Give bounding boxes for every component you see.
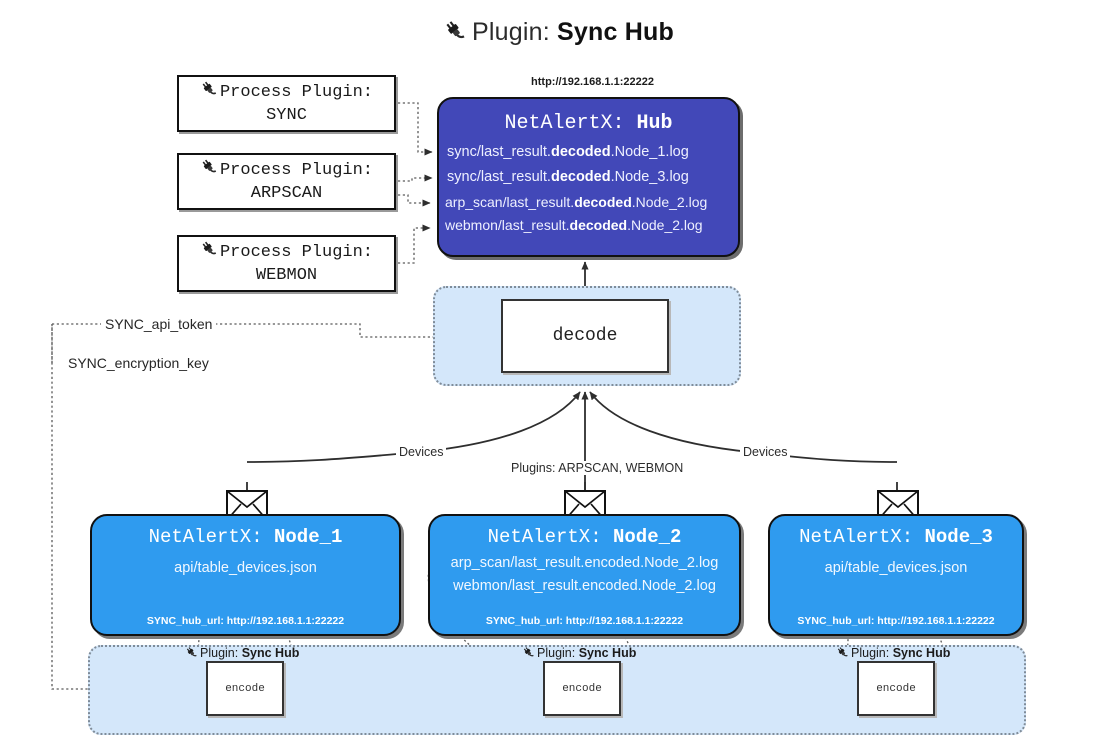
- hub-log-post: .Node_3.log: [610, 169, 689, 185]
- hub-log-mid: decoded: [550, 144, 611, 160]
- process-plugin-arpscan-line1: Process Plugin:: [200, 158, 373, 184]
- hub-log-line: sync/last_result.decoded.Node_3.log: [447, 169, 737, 185]
- hub-url-label: http://192.168.1.1:22222: [531, 76, 654, 88]
- process-plugin-sync-title: Process Plugin:: [219, 82, 374, 102]
- plug-icon: [836, 646, 849, 662]
- hub-node[interactable]: NetAlertX: Hub sync/last_result.decoded.…: [437, 97, 740, 257]
- plugin-label-3: Plugin: Sync Hub: [836, 646, 950, 662]
- hub-log-pre: arp_scan/last_result.: [445, 194, 575, 210]
- plug-icon: [185, 646, 198, 662]
- node-2-resource: webmon/last_result.encoded.Node_2.log: [453, 578, 716, 594]
- hub-log-post: .Node_2.log: [627, 217, 703, 233]
- node-3-title-name: Node_3: [924, 526, 993, 548]
- plug-icon: [443, 19, 467, 50]
- process-plugin-arpscan-title: Process Plugin:: [219, 160, 374, 180]
- flow-label-devices-right: Devices: [740, 445, 791, 459]
- flow-label-devices-left: Devices: [396, 445, 447, 459]
- hub-log-pre: sync/last_result.: [447, 144, 551, 160]
- node-3[interactable]: NetAlertX: Node_3 api/table_devices.json…: [768, 514, 1024, 636]
- plugin-label-3-lead: Plugin:: [851, 646, 893, 660]
- node-2[interactable]: NetAlertX: Node_2 arp_scan/last_result.e…: [428, 514, 741, 636]
- encode-box-2[interactable]: encode: [543, 661, 621, 716]
- node-1[interactable]: NetAlertX: Node_1 api/table_devices.json…: [90, 514, 401, 636]
- page-title-strong: Sync Hub: [557, 18, 674, 46]
- process-plugin-sync-line1: Process Plugin:: [200, 80, 373, 106]
- node-3-hub-url: SYNC_hub_url: http://192.168.1.1:22222: [797, 615, 995, 627]
- process-plugin-sync-name: SYNC: [266, 106, 307, 125]
- page-title-lead: Plugin:: [472, 18, 558, 46]
- hub-title-name: Hub: [636, 112, 673, 135]
- hub-log-mid: decoded: [550, 169, 611, 185]
- hub-log-line: sync/last_result.decoded.Node_1.log: [447, 144, 737, 160]
- encode-box-3[interactable]: encode: [857, 661, 935, 716]
- node-1-title: NetAlertX: Node_1: [92, 526, 399, 548]
- process-plugin-webmon-title: Process Plugin:: [219, 242, 374, 262]
- plugin-label-3-strong: Sync Hub: [892, 646, 951, 660]
- process-plugin-webmon-name: WEBMON: [255, 266, 318, 285]
- process-plugin-webmon[interactable]: Process Plugin: WEBMON: [177, 235, 396, 292]
- node-1-title-name: Node_1: [274, 526, 343, 548]
- hub-title: NetAlertX: Hub: [439, 112, 738, 135]
- node-1-title-prefix: NetAlertX:: [148, 526, 274, 548]
- hub-log-mid: decoded: [574, 194, 632, 210]
- plugin-label-1-lead: Plugin:: [200, 646, 242, 660]
- plug-icon: [522, 646, 535, 662]
- plugin-label-1-strong: Sync Hub: [241, 646, 300, 660]
- plugin-label-1: Plugin: Sync Hub: [185, 646, 299, 662]
- node-3-resource: api/table_devices.json: [824, 560, 968, 576]
- hub-log-post: .Node_2.log: [631, 194, 708, 210]
- node-3-title: NetAlertX: Node_3: [770, 526, 1022, 548]
- hub-log-line: arp_scan/last_result.decoded.Node_2.log: [445, 194, 735, 210]
- flow-label-plugins: Plugins: ARPSCAN, WEBMON: [508, 461, 687, 475]
- process-plugin-arpscan[interactable]: Process Plugin: ARPSCAN: [177, 153, 396, 210]
- hub-log-mid: decoded: [569, 217, 628, 233]
- node-2-title-prefix: NetAlertX:: [487, 526, 613, 548]
- encode-box-1[interactable]: encode: [206, 661, 284, 716]
- plugin-label-2: Plugin: Sync Hub: [522, 646, 636, 662]
- node-2-title: NetAlertX: Node_2: [430, 526, 739, 548]
- process-plugin-sync[interactable]: Process Plugin: SYNC: [177, 75, 396, 132]
- sync-api-token-label: SYNC_api_token: [101, 316, 217, 332]
- decode-box[interactable]: decode: [501, 299, 669, 373]
- node-1-hub-url: SYNC_hub_url: http://192.168.1.1:22222: [146, 615, 345, 627]
- plug-icon: [200, 80, 218, 106]
- node-2-resource: arp_scan/last_result.encoded.Node_2.log: [450, 555, 719, 571]
- hub-title-prefix: NetAlertX:: [504, 112, 637, 135]
- node-2-title-name: Node_2: [613, 526, 682, 548]
- hub-log-post: .Node_1.log: [610, 144, 689, 160]
- sync-encryption-key-label: SYNC_encryption_key: [64, 355, 213, 371]
- plugin-label-2-strong: Sync Hub: [578, 646, 637, 660]
- plug-icon: [200, 158, 218, 184]
- page-title: Plugin: Sync Hub: [0, 18, 1117, 50]
- plug-icon: [200, 240, 218, 266]
- process-plugin-webmon-line1: Process Plugin:: [200, 240, 373, 266]
- node-2-hub-url: SYNC_hub_url: http://192.168.1.1:22222: [485, 615, 684, 627]
- plugin-label-2-lead: Plugin:: [537, 646, 579, 660]
- process-plugin-arpscan-name: ARPSCAN: [250, 184, 323, 203]
- hub-log-line: webmon/last_result.decoded.Node_2.log: [445, 217, 735, 233]
- node-3-title-prefix: NetAlertX:: [799, 526, 925, 548]
- hub-log-pre: sync/last_result.: [447, 169, 551, 185]
- node-1-resource: api/table_devices.json: [174, 560, 317, 576]
- hub-log-pre: webmon/last_result.: [445, 217, 570, 233]
